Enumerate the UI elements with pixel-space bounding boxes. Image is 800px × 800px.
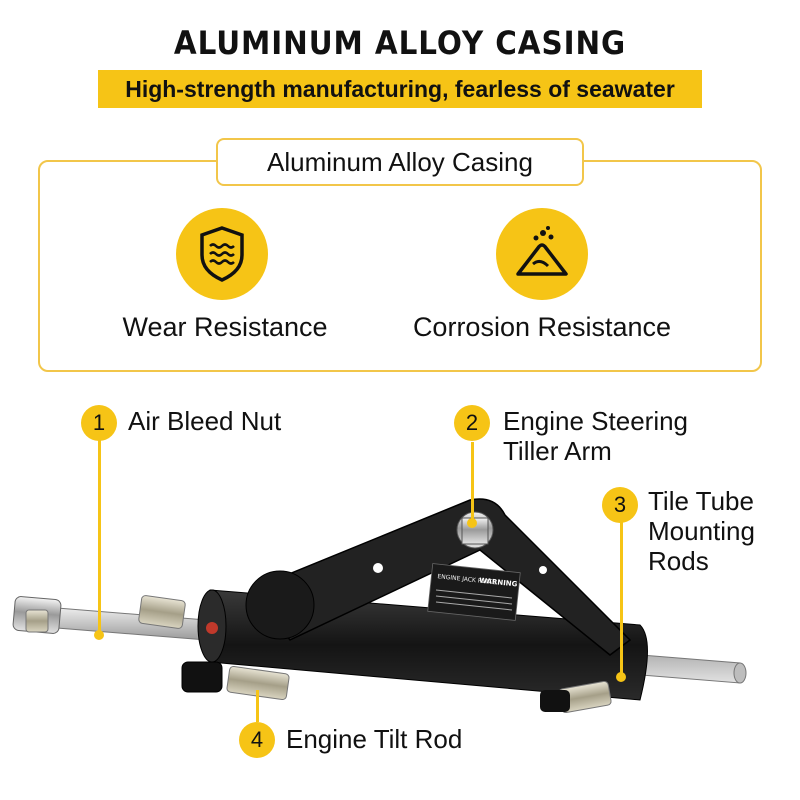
callout-2-line-1: Engine Steering <box>503 406 689 436</box>
callout-3-leader <box>620 520 623 680</box>
callout-2-badge: 2 <box>454 405 490 441</box>
page-title: ALUMINUM ALLOY CASING <box>173 24 627 62</box>
callout-3-line-1: Tile Tube <box>648 486 754 516</box>
callout-1-line-1: Air Bleed Nut <box>128 406 282 436</box>
callout-2-leader <box>471 442 474 522</box>
callout-3-dot <box>616 672 626 682</box>
callout-4-badge: 4 <box>239 722 275 758</box>
callout-4-leader <box>256 690 259 722</box>
steering-cylinder-illustration: ENGINE JACK PLATE WARNING <box>12 498 747 714</box>
callout-1-dot <box>94 630 104 640</box>
air-bleed-nut-label: Air Bleed Nut <box>128 406 281 436</box>
corrosion-resistance-label: Corrosion Resistance <box>412 312 672 342</box>
subtitle-banner: High-strength manufacturing, fearless of… <box>98 70 702 108</box>
wear-resistance-label: Wear Resistance <box>122 312 328 342</box>
warning-label: WARNING <box>479 577 518 589</box>
callout-1-badge: 1 <box>81 405 117 441</box>
tiller-arm-label: Engine Steering Tiller Arm <box>503 406 688 466</box>
feature-box-title: Aluminum Alloy Casing <box>216 138 584 186</box>
callout-3-line-3: Rods <box>648 546 709 576</box>
callout-2-dot <box>467 518 477 528</box>
callout-3-badge: 3 <box>602 487 638 523</box>
mounting-rods-label: Tile Tube Mounting Rods <box>648 486 755 576</box>
engine-tilt-rod-label: Engine Tilt Rod <box>286 724 462 754</box>
callout-1-leader <box>98 440 101 638</box>
corrosion-pile-icon <box>496 208 588 300</box>
callout-4-line-1: Engine Tilt Rod <box>286 724 463 754</box>
wear-shield-icon <box>176 208 268 300</box>
callout-2-line-2: Tiller Arm <box>503 436 612 466</box>
callout-3-line-2: Mounting <box>648 516 755 546</box>
